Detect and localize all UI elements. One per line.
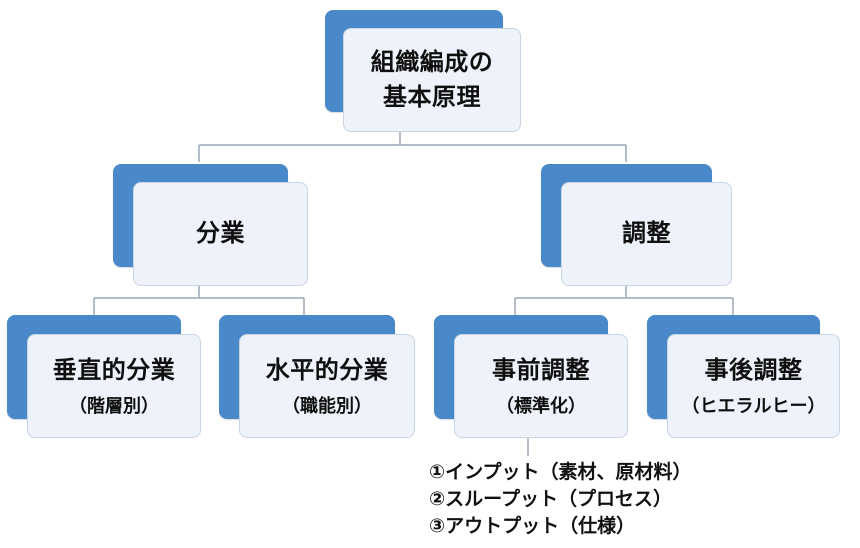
division-of-labor-card: 分業: [133, 182, 308, 286]
prior-adjustment-label: 事前調整: [492, 355, 590, 384]
division-of-labor-label: 分業: [196, 219, 245, 248]
root-title-line-1: 組織編成の: [370, 48, 494, 77]
horizontal-division-card: 水平的分業 （職能別）: [239, 334, 415, 438]
coordination-node: 調整: [541, 164, 732, 286]
horizontal-division-sub-label: （職能別）: [282, 395, 372, 417]
list-item-throughput: ②スループット（プロセス）: [429, 488, 672, 510]
division-of-labor-node: 分業: [113, 164, 308, 286]
root-node-card: 組織編成の 基本原理: [343, 28, 521, 132]
posterior-adjustment-sub-label: （ヒエラルヒー）: [681, 395, 826, 417]
root-title-line-2: 基本原理: [383, 83, 481, 111]
root-node: 組織編成の 基本原理: [325, 10, 521, 132]
list-item-input: ①インプット（素材、原材料）: [429, 461, 692, 483]
posterior-adjustment-card: 事後調整 （ヒエラルヒー）: [667, 334, 840, 438]
vertical-division-sub-label: （階層別）: [69, 395, 159, 417]
posterior-adjustment-node: 事後調整 （ヒエラルヒー）: [647, 315, 840, 438]
prior-adjustment-sub-label: （標準化）: [496, 395, 586, 417]
prior-adjustment-node: 事前調整 （標準化）: [434, 315, 628, 438]
vertical-division-node: 垂直的分業 （階層別）: [7, 315, 201, 438]
vertical-division-card: 垂直的分業 （階層別）: [27, 334, 201, 438]
coordination-card: 調整: [561, 182, 732, 286]
horizontal-division-node: 水平的分業 （職能別）: [219, 315, 415, 438]
list-item-output: ③アウトプット（仕様）: [429, 515, 636, 537]
coordination-label: 調整: [622, 219, 671, 248]
prior-adjustment-input-list: ①インプット（素材、原材料） ②スループット（プロセス） ③アウトプット（仕様）: [429, 459, 692, 540]
prior-adjustment-card: 事前調整 （標準化）: [454, 334, 628, 438]
posterior-adjustment-label: 事後調整: [704, 355, 803, 384]
vertical-division-label: 垂直的分業: [52, 355, 176, 384]
horizontal-division-label: 水平的分業: [265, 355, 389, 384]
